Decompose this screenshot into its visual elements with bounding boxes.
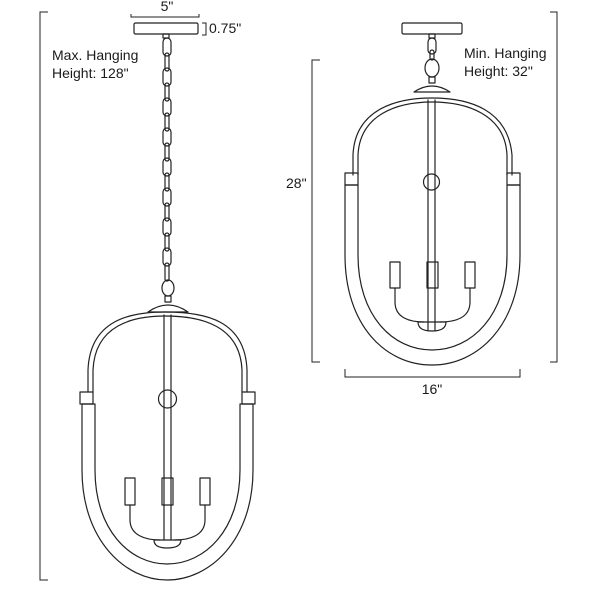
- top-cap-min: [413, 85, 451, 93]
- candle-left: [124, 477, 136, 506]
- left-clip-min: [344, 172, 359, 186]
- canopy-width-label: 5": [161, 0, 174, 14]
- center-ring-min: [422, 173, 441, 191]
- chain-link: [162, 67, 172, 87]
- bottom-u-frame: [81, 403, 254, 581]
- max-hanging-label-line1: Max. Hanging: [52, 47, 138, 63]
- canopy-width-dimension-line: [130, 14, 200, 18]
- min-height-bracket: [550, 11, 558, 363]
- top-arch-frame-inner: [92, 315, 243, 393]
- top-cap: [147, 304, 189, 313]
- chain-link: [162, 127, 172, 147]
- chain-link: [162, 97, 172, 117]
- center-rod-min: [427, 99, 436, 331]
- short-chain-link-1: [427, 37, 437, 55]
- candle-right: [199, 477, 211, 506]
- right-clip: [241, 391, 256, 405]
- max-hanging-label-line2: Height: 128": [52, 65, 129, 81]
- candle-center: [161, 477, 174, 506]
- chain-link: [164, 232, 170, 252]
- chain-link: [164, 172, 170, 192]
- bottom-bobeche-min: [417, 321, 447, 332]
- top-arch-frame-min-inner: [357, 101, 508, 176]
- chain-link: [164, 262, 170, 282]
- ring-stem-min: [428, 76, 436, 84]
- chain-ring-min: [424, 58, 440, 78]
- chain-link: [162, 157, 172, 177]
- top-arch-frame: [87, 311, 248, 393]
- ceiling-canopy: [133, 22, 199, 35]
- chain-link: [164, 142, 170, 162]
- min-hanging-view: 28" 16" Min. Hanging Height: 32": [286, 11, 558, 397]
- chain-link: [162, 247, 172, 267]
- center-rod: [163, 314, 172, 541]
- short-chain-link-2: [429, 49, 435, 61]
- chain-link: [164, 52, 170, 72]
- chain-link: [164, 112, 170, 132]
- candle-center-min: [426, 261, 439, 289]
- chain-ring: [161, 279, 175, 297]
- chain-link: [164, 82, 170, 102]
- chain-link: [162, 187, 172, 207]
- fixture-width-bracket: [344, 369, 521, 378]
- max-hanging-view: Max. Hanging Height: 128" 5" 0.75": [39, 0, 256, 581]
- bottom-u-frame-min: [344, 184, 521, 366]
- max-height-bracket: [39, 11, 48, 581]
- ceiling-canopy-min: [401, 22, 463, 35]
- top-arch-frame-min: [352, 97, 513, 176]
- canopy-height-label: 0.75": [209, 20, 241, 36]
- fixture-height-bracket: [311, 59, 320, 363]
- canopy-collar: [162, 33, 170, 39]
- center-ring: [157, 389, 178, 409]
- min-hanging-label-line2: Height: 32": [464, 63, 533, 79]
- candle-left-min: [389, 261, 401, 289]
- canopy-height-dimension-line: [202, 22, 207, 36]
- chain-link: [164, 202, 170, 222]
- candle-arms: [129, 504, 206, 541]
- chain-link: [162, 37, 172, 57]
- min-hanging-label-line1: Min. Hanging: [464, 45, 547, 61]
- chain: [162, 37, 172, 282]
- fixture-height-label: 28": [286, 175, 307, 191]
- chain-link: [162, 217, 172, 237]
- candle-right-min: [464, 261, 476, 289]
- bottom-bobeche: [153, 539, 182, 549]
- ring-stem: [164, 295, 172, 303]
- candle-arms-min: [394, 287, 471, 323]
- fixture-width-label: 16": [422, 381, 443, 397]
- left-clip: [79, 391, 94, 405]
- right-clip-min: [506, 172, 521, 186]
